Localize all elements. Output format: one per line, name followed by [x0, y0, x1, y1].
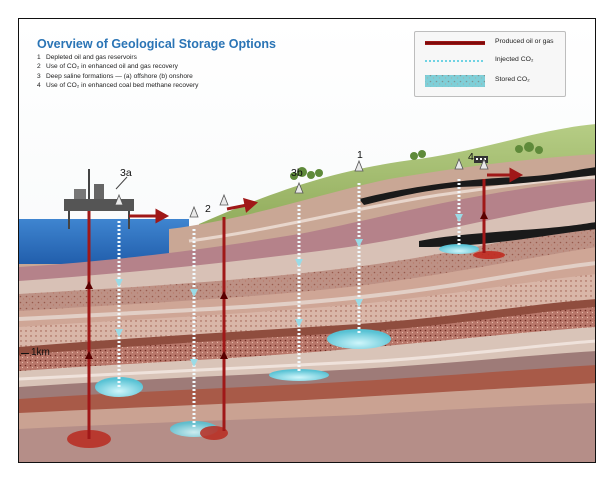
depth-label: 1km — [31, 347, 50, 358]
coal-seam-upper — [359, 167, 595, 205]
coal-seam-lower — [419, 222, 595, 247]
option-item: 2 Use of CO₂ in enhanced oil and gas reco… — [37, 62, 287, 71]
option-text: Depleted oil and gas reservoirs — [46, 54, 137, 61]
gas-pocket-4 — [473, 251, 505, 259]
site-label-3b: 3b — [291, 167, 303, 179]
stored-co2-3b — [269, 369, 329, 381]
option-text: Deep saline formations — (a) offshore (b… — [46, 72, 193, 80]
dotted-cyan-line-icon — [425, 60, 485, 62]
oil-reservoir-2 — [200, 426, 228, 440]
depth-tick — [21, 353, 29, 354]
option-item: 4 Use of CO₂ in enhanced coal bed methane… — [37, 81, 287, 90]
legend-label: Produced oil or gas — [495, 38, 554, 45]
legend-label: Stored CO₂ — [495, 76, 530, 83]
site-label-2: 2 — [205, 203, 211, 215]
trees — [290, 142, 543, 180]
geological-cross-section — [19, 19, 595, 462]
legend-item-produced: Produced oil or gas — [423, 36, 563, 50]
legend: Produced oil or gas Injected CO₂ Stored … — [414, 31, 566, 97]
stored-co2-1 — [327, 329, 391, 349]
site-label-1: 1 — [357, 149, 363, 161]
stored-co2-swatch-icon — [425, 75, 485, 87]
stored-co2-4 — [439, 244, 479, 254]
legend-item-stored: Stored CO₂ — [423, 74, 563, 88]
diagram-frame: Overview of Geological Storage Options 1… — [18, 18, 596, 463]
wellheads — [114, 157, 489, 218]
option-number: 4 — [37, 82, 41, 90]
legend-item-injected: Injected CO₂ — [423, 54, 563, 68]
title-block: Overview of Geological Storage Options 1… — [37, 37, 287, 91]
option-number: 2 — [37, 63, 41, 71]
injection-wells — [117, 179, 461, 427]
surface-flow-arrows — [129, 167, 524, 224]
red-line-icon — [425, 41, 485, 45]
house-icon — [474, 156, 488, 163]
option-number: 1 — [37, 54, 41, 61]
option-number: 3 — [37, 72, 41, 80]
option-item: 3 Deep saline formations — (a) offshore (… — [37, 72, 287, 81]
option-item: 1 Depleted oil and gas reservoirs — [37, 53, 287, 62]
diagram-title: Overview of Geological Storage Options — [37, 37, 276, 51]
site-label-3a: 3a — [120, 167, 132, 179]
legend-label: Injected CO₂ — [495, 56, 534, 63]
site-label-4: 4 — [468, 151, 474, 163]
option-text: Use of CO₂ in enhanced coal bed methane … — [46, 82, 199, 90]
option-text: Use of CO₂ in enhanced oil and gas recov… — [46, 63, 178, 71]
